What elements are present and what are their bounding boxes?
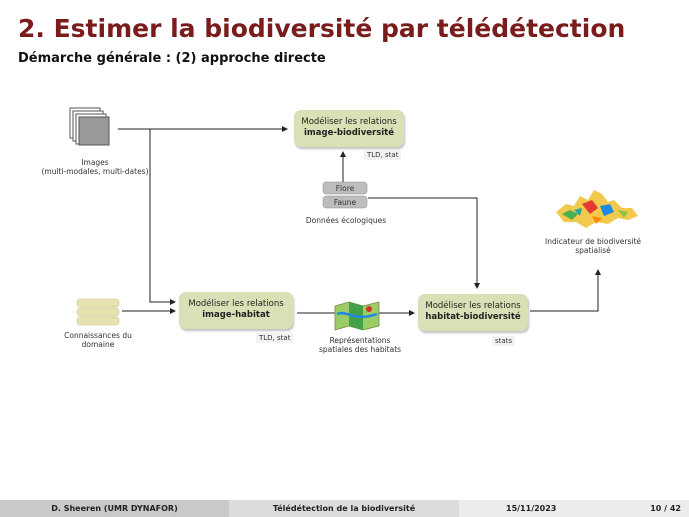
footer-course: Télédétection de la biodiversité	[229, 500, 459, 517]
images-stack-icon	[69, 107, 110, 146]
habitat-map-icon	[334, 301, 380, 331]
tag-tld-stat-2: TLD, stat	[256, 333, 294, 343]
page-subtitle: Démarche générale : (2) approche directe	[18, 51, 326, 66]
page-title: 2. Estimer la biodiversité par télédétec…	[18, 14, 626, 43]
arrow-images-to-image-habitat	[149, 129, 176, 305]
arrow-eco-to-habitat-bio	[368, 197, 480, 289]
footer-page: 10 / 42	[650, 504, 681, 513]
database-knowledge-icon	[76, 298, 120, 326]
tag-tld-stat-1: TLD, stat	[364, 150, 402, 160]
arrow-habitat-bio-to-indicator	[530, 269, 601, 312]
flore-label: Flore	[335, 184, 355, 193]
database-eco-icon	[322, 181, 368, 209]
footer-author: D. Sheeren (UMR DYNAFOR)	[0, 500, 229, 517]
biodiversity-map-icon	[556, 190, 638, 228]
footer-date-page: 15/11/2023 10 / 42	[459, 500, 689, 517]
eco-data-label: Données écologiques	[305, 216, 387, 225]
footer-date: 15/11/2023	[506, 504, 557, 513]
tag-stats: stats	[492, 336, 516, 346]
footer-bar: D. Sheeren (UMR DYNAFOR) Télédétection d…	[0, 500, 689, 517]
faune-label: Faune	[333, 198, 357, 207]
images-label: Images(multi-modales, multi-dates)	[41, 158, 149, 176]
